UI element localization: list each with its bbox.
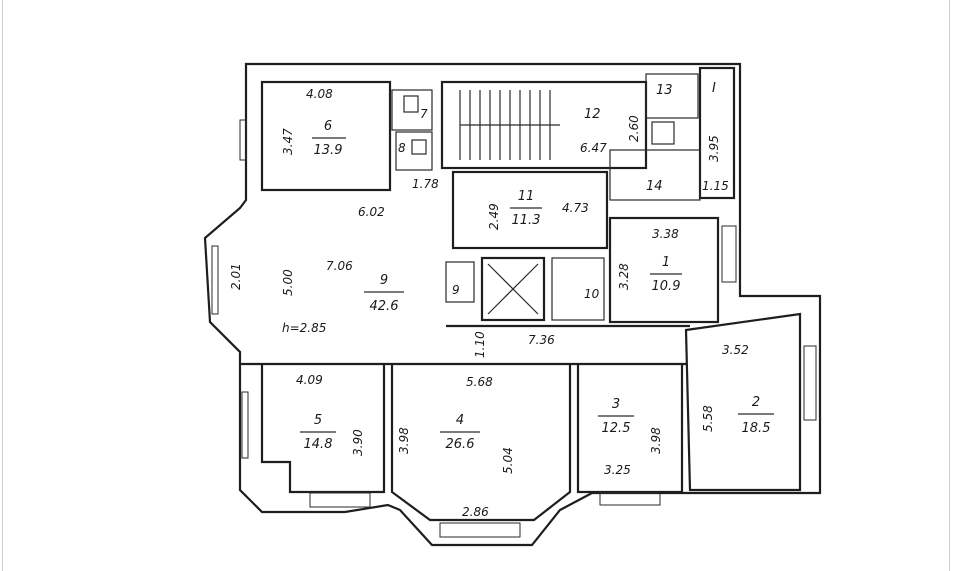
dim-395: 3.95	[707, 135, 721, 162]
elevator-shaft	[480, 256, 546, 322]
dim-408: 4.08	[306, 87, 333, 101]
room-11-number: 11	[518, 189, 535, 204]
room-2-walls	[684, 312, 802, 492]
room-9-small-label: 9	[452, 283, 460, 297]
dim-347: 3.47	[281, 128, 295, 155]
room-8-walls	[395, 131, 433, 171]
dim-352: 3.52	[722, 343, 749, 357]
room-9-number: 9	[380, 273, 388, 288]
room-2-area: 18.5	[742, 421, 771, 436]
room-3-walls	[576, 364, 684, 494]
room-6-area: 13.9	[314, 143, 343, 158]
room-13-walls	[645, 73, 699, 119]
room-5-area: 14.8	[304, 437, 333, 452]
toilet-13	[651, 121, 675, 145]
left-edge-line	[2, 0, 3, 571]
dim-706: 7.06	[326, 259, 353, 273]
room-4-walls	[390, 364, 572, 522]
room-I-label: I	[712, 81, 716, 96]
dim-473: 4.73	[562, 201, 589, 215]
room-1-area: 10.9	[652, 279, 681, 294]
dim-110: 1.10	[473, 331, 487, 358]
outer-wall	[203, 62, 822, 547]
room-10-label: 10	[584, 287, 600, 301]
room-5-walls	[260, 364, 386, 494]
room-8-label: 8	[398, 141, 406, 155]
room-1-walls	[608, 216, 720, 324]
dim-602: 6.02	[358, 205, 385, 219]
room-3-number: 3	[612, 397, 620, 412]
dim-178: 1.78	[412, 177, 439, 191]
dim-500: 5.00	[281, 269, 295, 296]
room-9-area: 42.6	[370, 299, 399, 314]
room-4-area: 26.6	[446, 437, 475, 452]
room-1-number: 1	[662, 255, 670, 270]
dim-398a: 3.98	[397, 427, 411, 454]
room-6-number: 6	[324, 119, 332, 134]
dim-568: 5.68	[466, 375, 493, 389]
room-5-number: 5	[314, 413, 322, 428]
room-11-area: 11.3	[512, 213, 541, 228]
room-7-label: 7	[420, 107, 428, 121]
dim-286: 2.86	[462, 505, 489, 519]
elevator-cross-b	[487, 263, 539, 315]
dim-398b: 3.98	[649, 427, 663, 454]
dim-558: 5.58	[701, 405, 715, 432]
room-9-small-walls	[445, 261, 475, 303]
sink-8	[411, 139, 427, 155]
room-7-walls	[391, 89, 433, 131]
room-10-walls	[551, 257, 605, 321]
room-I-walls	[698, 66, 736, 200]
stair-12-walls	[440, 80, 648, 170]
dim-409: 4.09	[296, 373, 323, 387]
room-14-walls	[609, 149, 701, 201]
stair-treads	[459, 90, 560, 160]
room-4-number: 4	[456, 413, 464, 428]
right-edge-line	[949, 0, 950, 571]
dim-338: 3.38	[652, 227, 679, 241]
room-6-walls	[260, 80, 392, 192]
dim-260: 2.60	[627, 115, 641, 142]
dim-249: 2.49	[487, 203, 501, 230]
room-13-label: 13	[656, 83, 673, 98]
dim-390: 3.90	[351, 429, 365, 456]
room-3-area: 12.5	[602, 421, 631, 436]
ceiling-height: h=2.85	[282, 321, 326, 335]
dim-328: 3.28	[617, 263, 631, 290]
room-11-walls	[451, 170, 609, 250]
room-12-label: 12	[584, 107, 601, 122]
dim-201: 2.01	[229, 263, 243, 290]
dim-115: 1.15	[702, 179, 729, 193]
dim-325: 3.25	[604, 463, 631, 477]
room-14-label: 14	[646, 179, 663, 194]
toilet-7	[403, 95, 419, 113]
windows	[211, 119, 817, 538]
dim-504: 5.04	[501, 447, 515, 474]
dim-736: 7.36	[528, 333, 555, 347]
room-2-number: 2	[752, 395, 760, 410]
dim-647: 6.47	[580, 141, 607, 155]
